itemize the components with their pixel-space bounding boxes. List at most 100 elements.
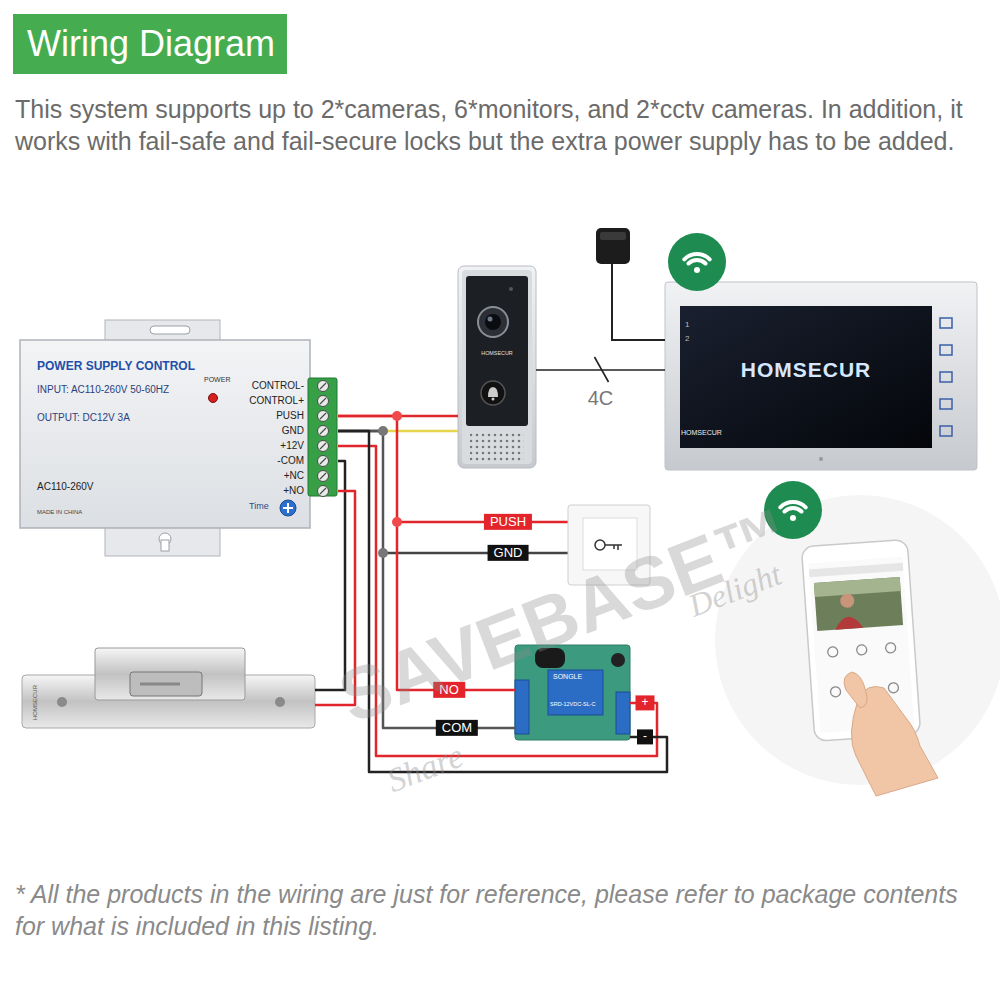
electric-strike-lock: HOMSECUR <box>22 645 315 730</box>
power-supply-body-part <box>161 540 169 551</box>
wire <box>383 430 458 433</box>
device-label: Time <box>249 501 269 511</box>
electric-strike-lock <box>22 648 315 728</box>
device-label: HOMSECUR <box>681 429 722 437</box>
device-label: +12V <box>280 440 304 452</box>
device-label: MADE IN CHINA <box>37 509 82 516</box>
wire-connector <box>536 357 665 382</box>
intro-text: This system supports up to 2*cameras, 6*… <box>15 93 985 157</box>
smartphone-part-part-part <box>856 645 867 656</box>
door-camera-part <box>481 381 505 405</box>
device-label: HOMSECUR <box>458 350 536 356</box>
device-label: GND <box>282 425 304 437</box>
device-label: +NO <box>283 485 304 497</box>
wifi-badge-part <box>780 502 805 511</box>
door-camera-part <box>492 398 495 401</box>
junction-dots-part <box>392 517 402 527</box>
relay-module-part <box>616 692 630 734</box>
power-supply-body-part <box>280 500 296 516</box>
door-camera-part <box>462 270 532 464</box>
indoor-monitor: 12HOMSECURHOMSECUR <box>665 282 977 470</box>
smartphone-part-part-part <box>888 682 899 693</box>
edge-label: 4C <box>585 387 617 410</box>
device-label: HOMSECUR <box>32 685 39 720</box>
exit-button-part <box>595 540 605 550</box>
wire-label: COM <box>436 720 478 736</box>
smartphone-part-part <box>809 557 915 733</box>
device-label: +NC <box>284 470 304 482</box>
device-label: OUTPUT: DC12V 3A <box>37 412 130 424</box>
smartphone-part-part-part <box>885 643 896 654</box>
indoor-monitor-part-part <box>940 345 952 355</box>
door-camera-part <box>485 314 501 330</box>
watermark: Share <box>382 736 469 800</box>
power-supply-body-part <box>318 381 329 497</box>
power-supply-body <box>20 320 337 556</box>
power-adapter-part <box>596 228 630 264</box>
electric-strike-lock-part <box>57 697 67 707</box>
device-label: 2 <box>685 334 689 343</box>
smartphone-part-part-part <box>830 686 841 697</box>
door-camera-part <box>470 433 524 461</box>
device-label: SRD-12VDC-SL-C <box>550 701 596 707</box>
power-supply-body-part <box>308 378 337 496</box>
door-camera-part <box>488 387 498 397</box>
door-camera-part <box>509 287 513 291</box>
smartphone-part-part-part <box>827 647 838 658</box>
wifi-badge <box>668 233 822 539</box>
indoor-monitor-part <box>940 318 952 436</box>
smartphone-part-part <box>814 577 901 597</box>
device-label: CONTROL+ <box>249 395 304 407</box>
power-supply-body-part <box>150 326 190 334</box>
indoor-monitor-part <box>665 282 977 470</box>
relay-module-part <box>515 680 529 734</box>
device-label: POWER <box>204 376 230 384</box>
device-label: AC110-260V <box>37 481 94 493</box>
power-supply-body-part <box>283 503 293 513</box>
relay-module-part <box>611 653 625 667</box>
device-label: POWER SUPPLY CONTROL <box>37 360 195 374</box>
power-adapter-part <box>612 264 665 340</box>
wire <box>595 357 609 382</box>
power-supply-control: POWER SUPPLY CONTROLINPUT: AC110-260V 50… <box>20 318 338 558</box>
device-label: CONTROL- <box>252 380 304 392</box>
exit-button-part <box>383 552 568 555</box>
door-camera-part <box>488 317 493 322</box>
electric-strike-lock-part <box>95 648 245 700</box>
smartphone-part-part <box>809 563 903 578</box>
door-camera: HOMSECUR <box>458 266 536 468</box>
title-banner: Wiring Diagram <box>13 14 287 74</box>
junction-dots-part <box>378 548 388 558</box>
electric-strike-lock-part <box>22 675 315 728</box>
wifi-badge-part <box>668 233 726 291</box>
power-supply-body-part <box>209 394 218 403</box>
device-label: PUSH <box>276 410 304 422</box>
indoor-monitor <box>665 282 977 470</box>
smartphone-part-part <box>840 593 855 608</box>
power-adapter-part <box>600 232 626 240</box>
junction-dots-part <box>392 411 402 421</box>
device-label: -COM <box>277 455 304 467</box>
power-supply-body-part <box>105 526 220 556</box>
wifi-badge-part <box>684 254 709 263</box>
door-camera-part <box>458 266 536 468</box>
wifi-badge-part <box>694 267 700 273</box>
wire-label: GND <box>488 545 529 561</box>
wire <box>536 369 665 371</box>
smartphone-part-part <box>814 577 903 631</box>
terminal-sign: + <box>635 695 654 710</box>
wifi-badge-part <box>790 515 796 521</box>
power-adapter <box>596 228 665 340</box>
power-supply-body-part <box>320 383 326 494</box>
device-label: SONGLE <box>553 673 582 681</box>
smartphone-part <box>844 672 867 708</box>
indoor-monitor-part <box>680 306 932 448</box>
indoor-monitor-part-part <box>940 318 952 328</box>
device-label: HOMSECUR <box>680 358 932 382</box>
indoor-monitor-part-part <box>940 399 952 409</box>
door-camera-part <box>478 307 508 337</box>
power-supply-body-part <box>20 340 310 528</box>
relay-module-part <box>548 670 603 715</box>
indoor-monitor-part-part <box>940 426 952 436</box>
